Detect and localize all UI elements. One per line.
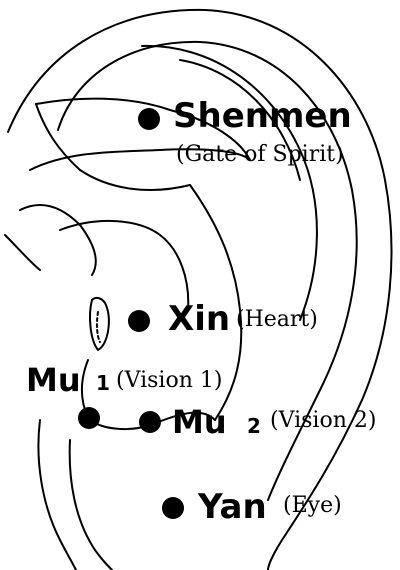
mu2-label: Mu: [172, 406, 227, 438]
mu2-point[interactable]: [139, 411, 161, 433]
shenmen-translation: (Gate of Spirit): [176, 144, 344, 166]
xin-label: Xin: [168, 302, 230, 336]
ear-antihelix-upper: [142, 46, 317, 320]
xin-translation: (Heart): [236, 309, 318, 331]
ear-inferior-crus: [80, 170, 190, 190]
ear-crus-helix: [20, 205, 96, 275]
ear-concha: [60, 221, 188, 310]
mu1-point[interactable]: [78, 407, 100, 429]
face-contour: [5, 235, 40, 270]
ear-lobule: [70, 440, 112, 570]
xin-point[interactable]: [128, 310, 150, 332]
shenmen-point[interactable]: [138, 108, 160, 130]
mu1-translation: (Vision 1): [116, 370, 222, 392]
ear-tragus-inner: [97, 312, 100, 342]
mu1-label: Mu: [26, 364, 81, 396]
yan-translation: (Eye): [283, 495, 342, 517]
mu2-translation: (Vision 2): [270, 410, 376, 432]
ear-helix-outer: [8, 10, 391, 570]
mu2-number: 2: [247, 416, 261, 436]
shenmen-label: Shenmen: [173, 99, 352, 133]
yan-label: Yan: [198, 490, 267, 524]
mu1-number: 1: [96, 373, 110, 393]
yan-point[interactable]: [162, 497, 184, 519]
